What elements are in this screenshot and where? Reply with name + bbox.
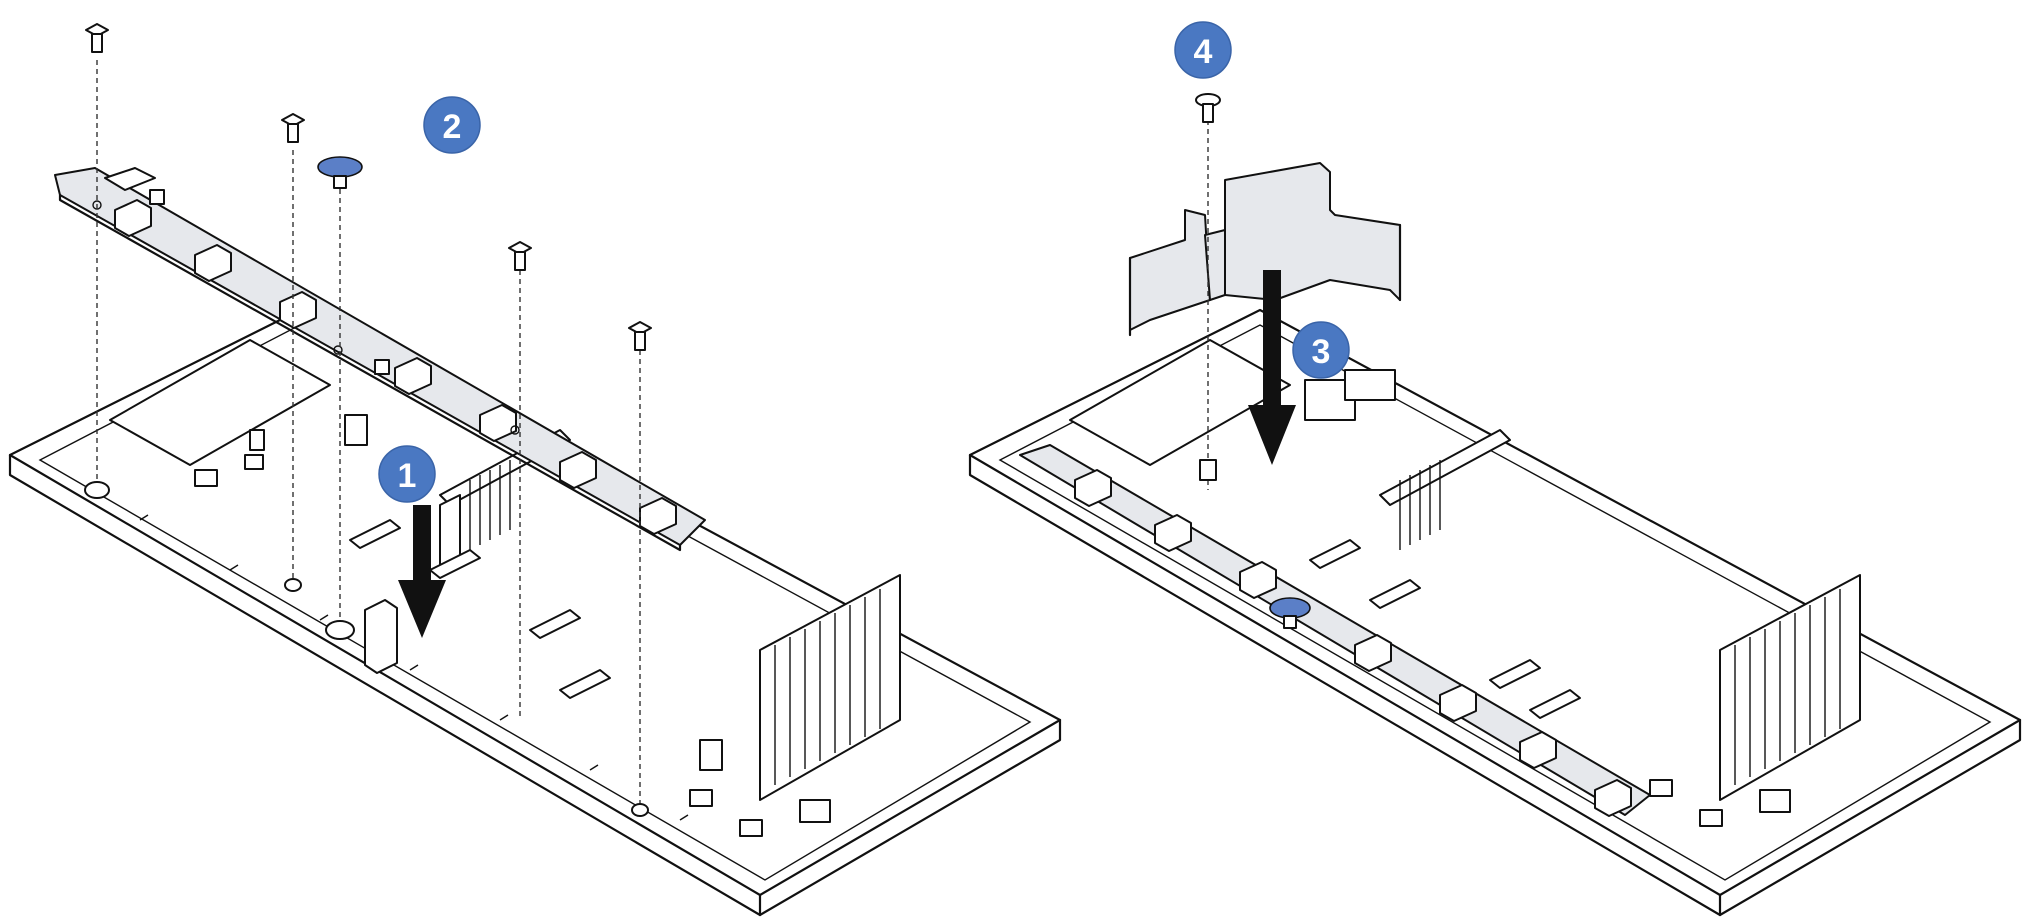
- screw-icon: [508, 241, 532, 271]
- down-arrow-right: [1248, 270, 1296, 465]
- callout-4-label: 4: [1194, 33, 1213, 71]
- callout-2-label: 2: [443, 108, 462, 146]
- screws-left: [84, 23, 652, 817]
- blue-screw-icon: [317, 156, 363, 189]
- callout-3: 3: [1292, 321, 1350, 379]
- heatsink-left: [759, 574, 901, 801]
- screw-icon: [85, 23, 109, 53]
- left-panel: 1 2: [8, 23, 1062, 917]
- backplane-board-left: [54, 167, 706, 552]
- screw-icon: [628, 321, 652, 351]
- callout-1-label: 1: [398, 457, 417, 495]
- right-panel: 3 4: [968, 21, 2022, 917]
- callout-2: 2: [423, 96, 481, 154]
- screw-icon: [281, 113, 305, 143]
- callout-3-label: 3: [1312, 333, 1331, 371]
- latch-left: [364, 599, 398, 674]
- screw-right: [1195, 93, 1221, 490]
- motherboard-right: [1069, 339, 1861, 827]
- memory-slots-right: [1379, 429, 1511, 550]
- air-baffle: [1128, 162, 1402, 337]
- motherboard-left: [109, 339, 901, 837]
- callout-1: 1: [378, 445, 436, 503]
- backplane-board-right: [1019, 444, 1651, 817]
- heatsink-right: [1719, 574, 1861, 801]
- down-arrow-left: [398, 505, 446, 638]
- callout-4: 4: [1174, 21, 1232, 79]
- screw-icon: [1195, 93, 1221, 123]
- blue-screw-icon: [1269, 597, 1311, 629]
